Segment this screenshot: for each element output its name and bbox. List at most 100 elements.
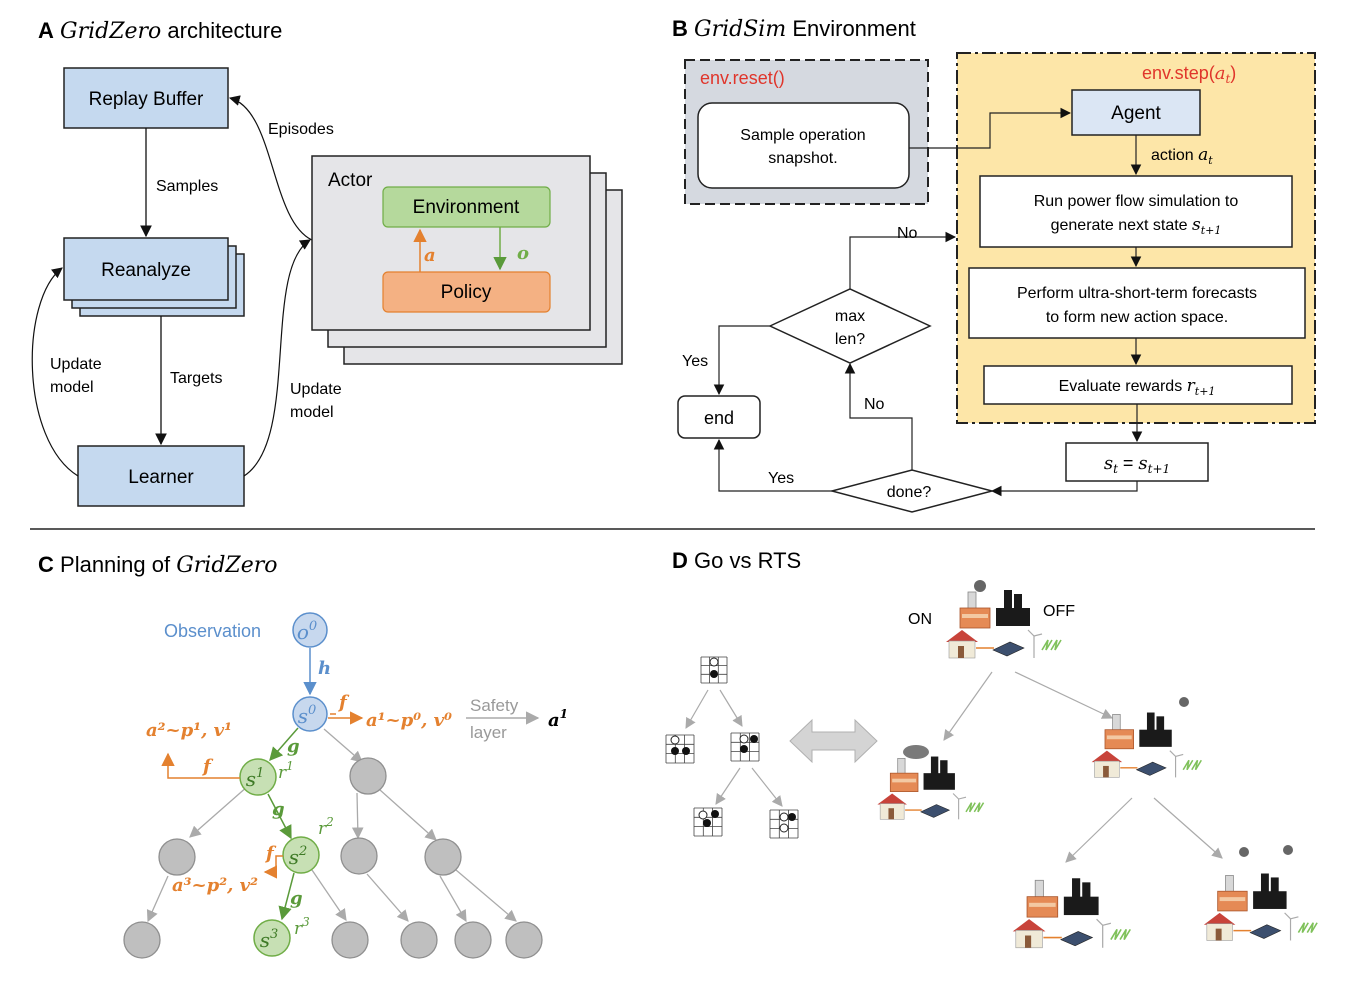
- node-s0: [292, 696, 328, 732]
- power-scene-right: [1090, 697, 1203, 779]
- forecast-1: Perform ultra-short-term forecasts: [1017, 285, 1257, 302]
- panel-d: D Go vs RTS: [665, 548, 1318, 949]
- tree-edges: [146, 728, 517, 923]
- episodes-arrow: [228, 95, 313, 241]
- replay-buffer-label: Replay Buffer: [89, 89, 204, 110]
- smoke-icon-4: [1283, 845, 1293, 855]
- r1-label: r1: [278, 759, 294, 783]
- episodes-label: Episodes: [268, 121, 334, 138]
- update-to-done-arrow: [990, 481, 1138, 497]
- node-s2: [282, 836, 320, 874]
- node-o0-label: o0: [297, 619, 317, 644]
- update-right-2: model: [290, 404, 334, 421]
- node-s2-label: s2: [289, 844, 308, 869]
- replay-buffer-box: [63, 67, 229, 129]
- run-2: generate next state st+1: [1051, 215, 1222, 237]
- off-label: OFF: [1043, 603, 1075, 620]
- power-scene-left: [876, 745, 985, 821]
- sample-2: snapshot.: [768, 150, 837, 167]
- go-edge-4: [751, 767, 783, 807]
- go-board-left: [665, 734, 695, 764]
- node-s3: [253, 919, 291, 957]
- node-s1: [239, 758, 277, 796]
- power-scene-root: ON OFF: [908, 580, 1075, 659]
- rts-edge-4: [1153, 797, 1223, 859]
- safety-1: Safety: [470, 696, 519, 715]
- panel-b-title: B GridSim Environment: [672, 16, 916, 42]
- done-label: done?: [887, 484, 932, 501]
- update-left-2: model: [50, 379, 94, 396]
- panel-c: C Planning of GridZero Obse: [38, 552, 568, 959]
- targets-label: Targets: [170, 370, 222, 387]
- done-no-arrow: [844, 362, 913, 470]
- forecast-2: to form new action space.: [1046, 309, 1228, 326]
- go-edge-1: [685, 689, 709, 729]
- smoke-cloud-icon: [903, 745, 929, 759]
- env-reset-label: env.reset(): [700, 68, 785, 88]
- agent-label: Agent: [1111, 103, 1161, 124]
- update-left-1: Update: [50, 356, 102, 373]
- state-update-box: [1065, 442, 1209, 482]
- g-label-1: g: [287, 736, 300, 757]
- node-s0-label: s0: [298, 703, 317, 728]
- go-board-ll: [693, 807, 723, 837]
- node-o0: [292, 612, 328, 648]
- f0-label: f: [337, 692, 350, 713]
- forecast-box: [968, 267, 1306, 339]
- rewards-box: [983, 365, 1293, 405]
- panel-d-title: D Go vs RTS: [672, 548, 801, 573]
- max-1: max: [835, 308, 865, 325]
- g-arrow-2: [267, 793, 292, 840]
- r3-label: r3: [294, 915, 310, 939]
- learner-label: Learner: [128, 467, 194, 488]
- h-label: h: [318, 658, 331, 679]
- panel-a: A GridZero architecture Replay Buffer Re…: [31, 18, 623, 507]
- a2-expr: a²~p¹, v¹: [146, 720, 232, 741]
- maxlen-yes-arrow: [713, 325, 770, 396]
- rts-edge-1: [943, 671, 993, 741]
- state-update-label: st = st+1: [1104, 453, 1170, 476]
- no-2: No: [864, 396, 885, 413]
- panel-b: B GridSim Environment env.reset() Sample…: [672, 16, 1316, 513]
- f2-arrow: [263, 855, 283, 879]
- a1-output: a1: [548, 707, 568, 731]
- samples-label: Samples: [156, 178, 218, 195]
- environment-label: Environment: [413, 197, 520, 218]
- reanalyze-label: Reanalyze: [101, 260, 191, 281]
- panel-c-title: C Planning of GridZero: [38, 552, 278, 578]
- on-label: ON: [908, 611, 932, 628]
- action-label: action at: [1151, 145, 1213, 167]
- smoke-icon-3: [1239, 847, 1249, 857]
- label-o: o: [517, 243, 529, 264]
- g-label-2: g: [272, 799, 285, 820]
- learner-box: [77, 445, 245, 507]
- done-yes-arrow: [713, 438, 832, 492]
- label-a: a: [424, 245, 436, 266]
- maxlen-no-arrow: [849, 231, 957, 289]
- reanalyze-box: [63, 237, 229, 301]
- update-model-right-arrow: [243, 239, 311, 477]
- snapshot-to-agent-arrow: [909, 107, 1072, 149]
- run-powerflow-box: [979, 175, 1293, 248]
- smoke-icon-2: [1179, 697, 1189, 707]
- max-2: len?: [835, 331, 865, 348]
- a3-expr: a³~p², v²: [172, 875, 258, 896]
- safety-2: layer: [470, 723, 507, 742]
- f2-label: f: [264, 843, 277, 864]
- a1-expr: a¹~p⁰, v⁰: [366, 710, 452, 731]
- go-edge-3: [715, 767, 741, 805]
- yes-1: Yes: [682, 353, 708, 370]
- power-scene-rr: [1203, 845, 1318, 942]
- go-board-lr: [769, 809, 799, 839]
- done-diamond: [829, 469, 995, 513]
- rewards-label: Evaluate rewards rt+1: [1059, 376, 1216, 398]
- end-label: end: [704, 408, 734, 428]
- g-label-3: g: [290, 888, 303, 909]
- policy-box: [382, 271, 551, 313]
- rts-edge-2: [1014, 671, 1113, 719]
- policy-label: Policy: [441, 282, 492, 303]
- update-model-left-arrow: [31, 267, 79, 477]
- f1-label: f: [201, 756, 214, 777]
